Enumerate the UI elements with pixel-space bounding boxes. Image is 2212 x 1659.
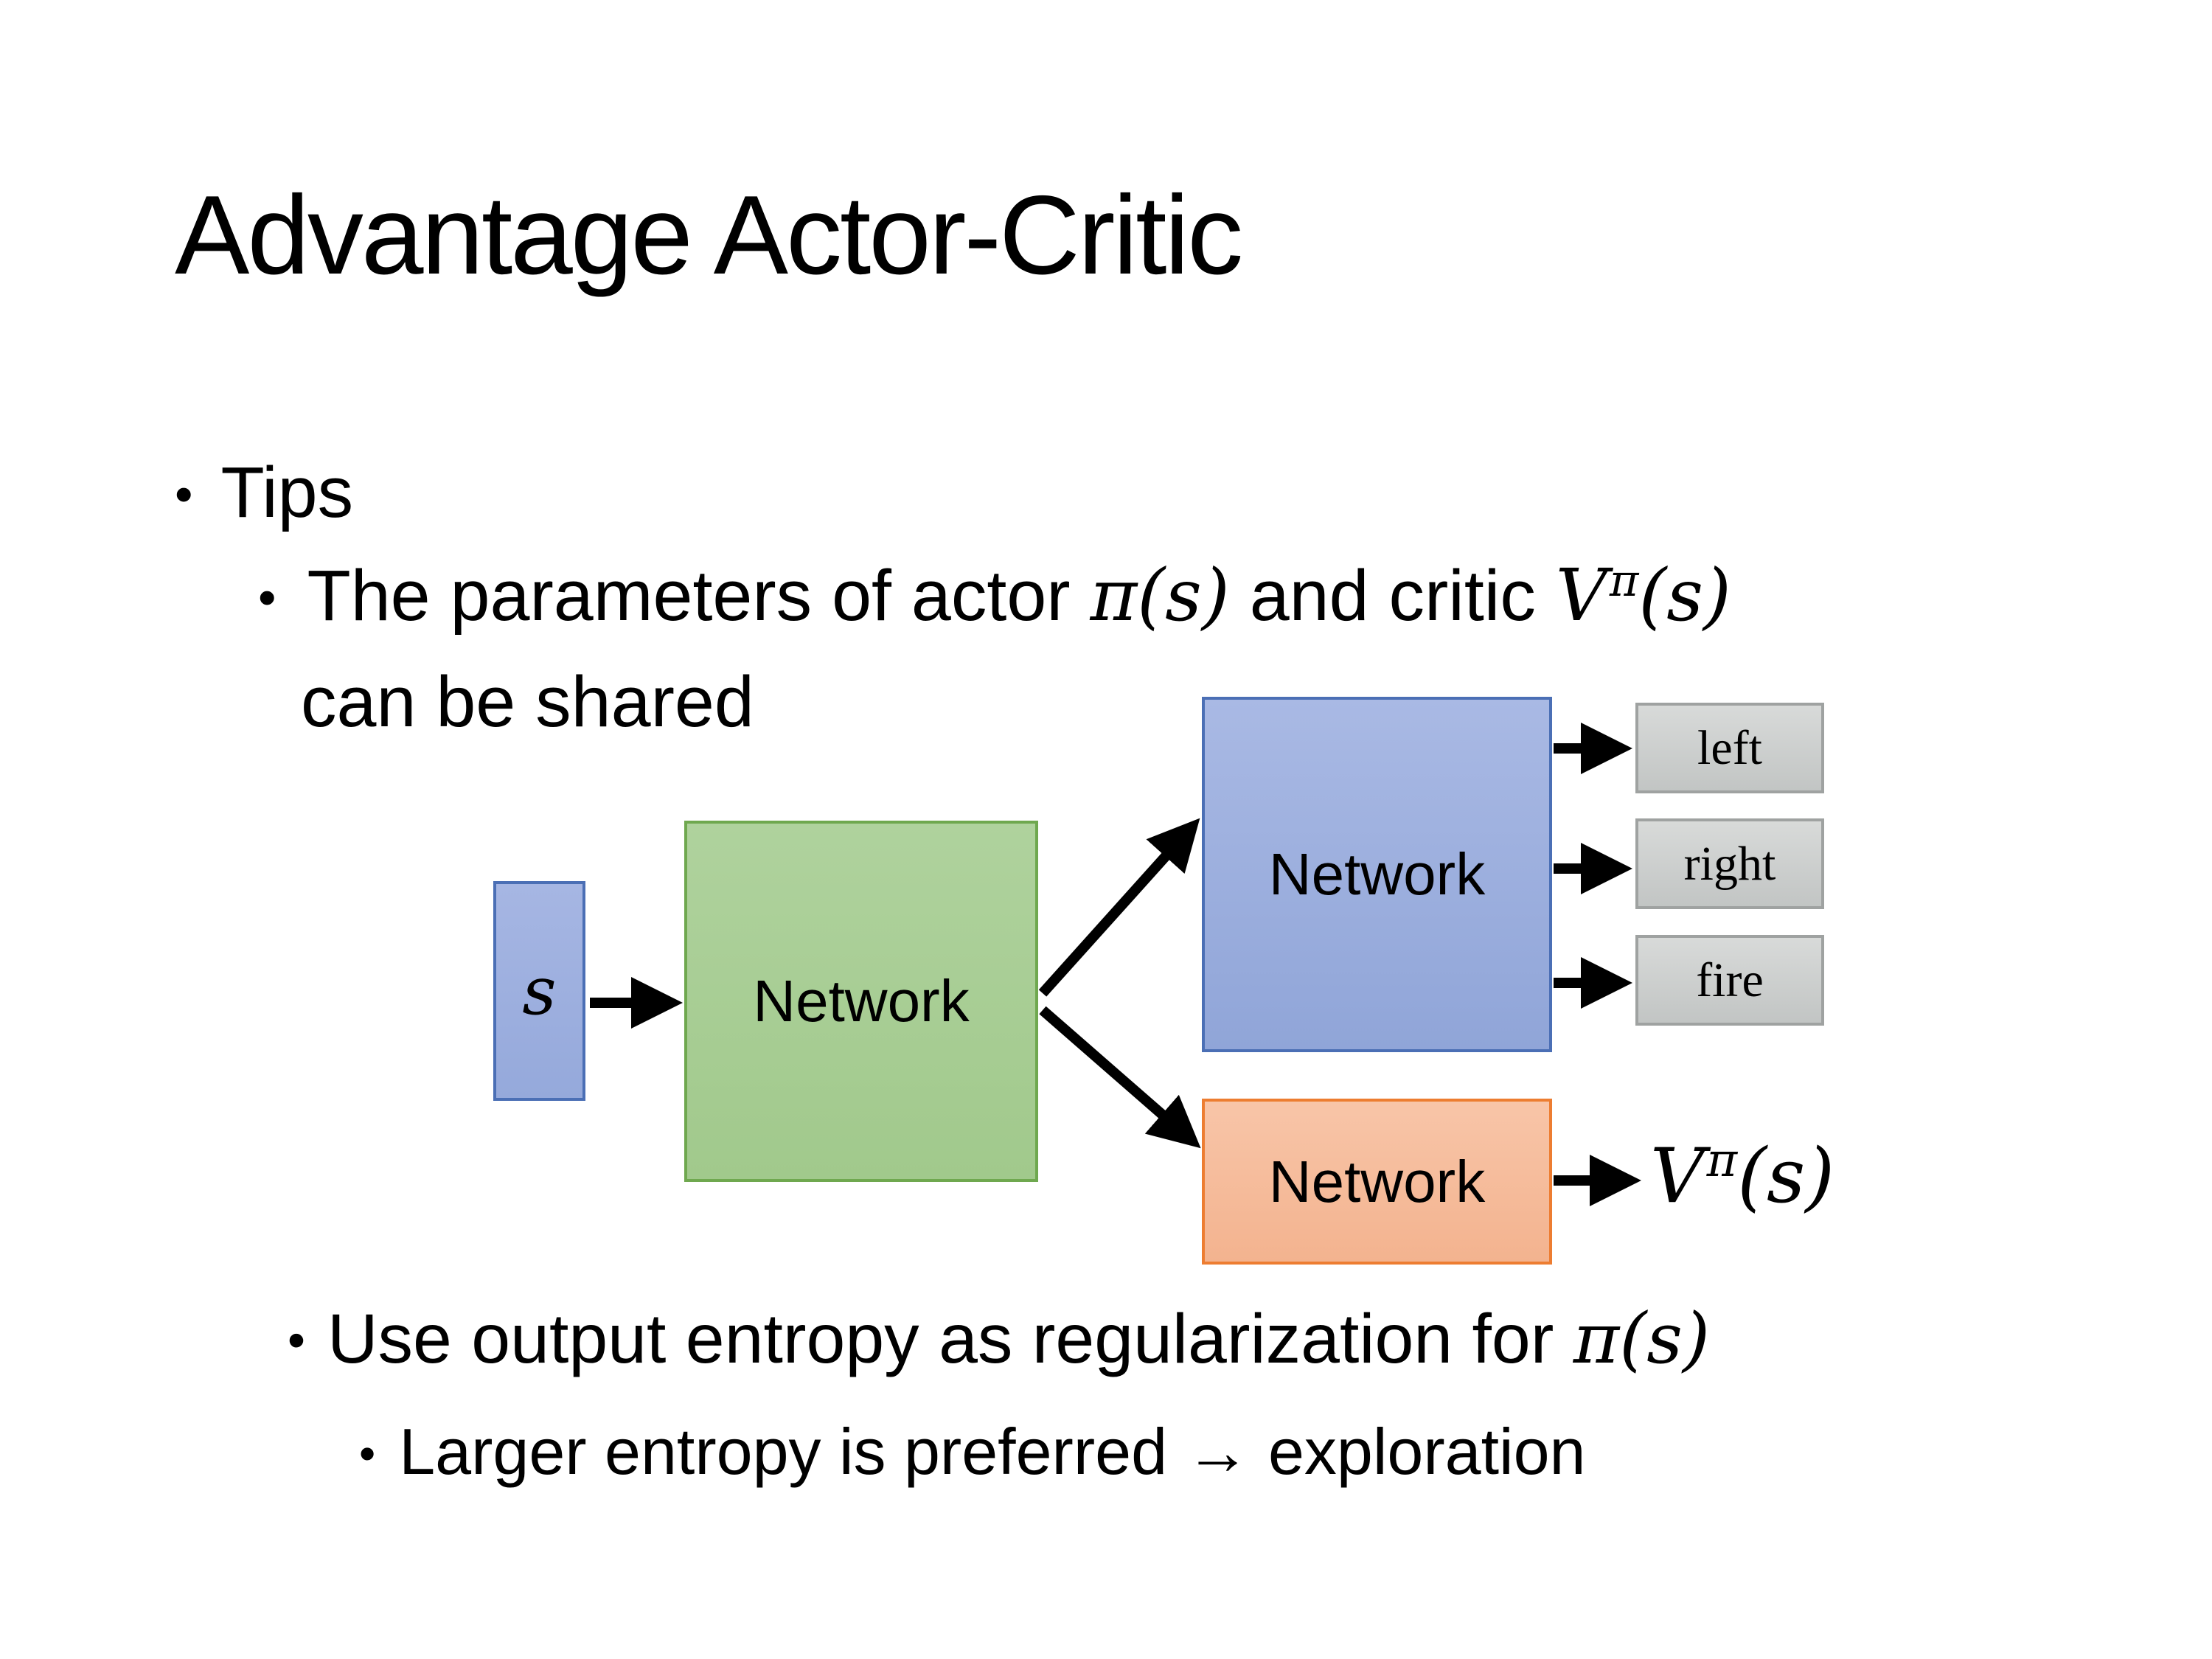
actor-network-box: Network bbox=[1202, 697, 1552, 1052]
entropy-pi-math: π(s) bbox=[1573, 1298, 1711, 1380]
state-box: s bbox=[493, 881, 585, 1101]
shared-network-label: Network bbox=[753, 968, 970, 1034]
action-box-right: right bbox=[1635, 818, 1824, 909]
entropy-pre: Use output entropy as regularization for bbox=[327, 1300, 1573, 1378]
arrow-shared-to-actor bbox=[1038, 818, 1200, 997]
bullet-tips: • Tips bbox=[175, 451, 353, 534]
value-args: (s) bbox=[1737, 1133, 1835, 1220]
action-box-fire: fire bbox=[1635, 935, 1824, 1026]
value-output-label: Vπ(s) bbox=[1650, 1133, 1834, 1220]
actor-pi-math: π(s) bbox=[1090, 554, 1230, 637]
bullet-icon: • bbox=[359, 1427, 376, 1480]
bullet-shared-params: • The parameters of actor π(s) and critic… bbox=[258, 554, 1731, 637]
bullet-exploration: • Larger entropy is preferred → explorati… bbox=[359, 1414, 1585, 1489]
shared-params-pre: The parameters of actor bbox=[307, 555, 1091, 636]
action-fire-label: fire bbox=[1696, 953, 1764, 1007]
critic-v-sup: π bbox=[1609, 554, 1639, 607]
bullet-icon: • bbox=[175, 465, 193, 524]
bullet-icon: • bbox=[258, 568, 276, 627]
critic-v-math: Vπ(s) bbox=[1556, 554, 1731, 637]
page-title: Advantage Actor-Critic bbox=[175, 173, 1243, 298]
bullet-shared-params-line2: can be shared bbox=[301, 661, 754, 742]
critic-network-label: Network bbox=[1268, 1148, 1486, 1214]
action-box-left: left bbox=[1635, 703, 1824, 793]
critic-v-base: V bbox=[1555, 554, 1607, 637]
bullet-entropy: • Use output entropy as regularization fo… bbox=[288, 1298, 1711, 1380]
action-right-label: right bbox=[1683, 836, 1776, 891]
shared-params-mid: and critic bbox=[1229, 555, 1556, 636]
exploration-text: Larger entropy is preferred → exploratio… bbox=[399, 1415, 1586, 1488]
actor-network-label: Network bbox=[1268, 841, 1486, 907]
state-label: s bbox=[522, 952, 557, 1030]
bullet-tips-label: Tips bbox=[220, 452, 354, 532]
critic-v-args: (s) bbox=[1638, 554, 1731, 637]
value-sup: π bbox=[1706, 1133, 1738, 1187]
action-left-label: left bbox=[1697, 720, 1762, 775]
critic-network-box: Network bbox=[1202, 1099, 1552, 1265]
bullet-icon: • bbox=[288, 1312, 305, 1369]
value-base: V bbox=[1650, 1133, 1705, 1220]
shared-network-box: Network bbox=[684, 821, 1038, 1182]
arrow-shared-to-critic bbox=[1039, 1006, 1201, 1149]
